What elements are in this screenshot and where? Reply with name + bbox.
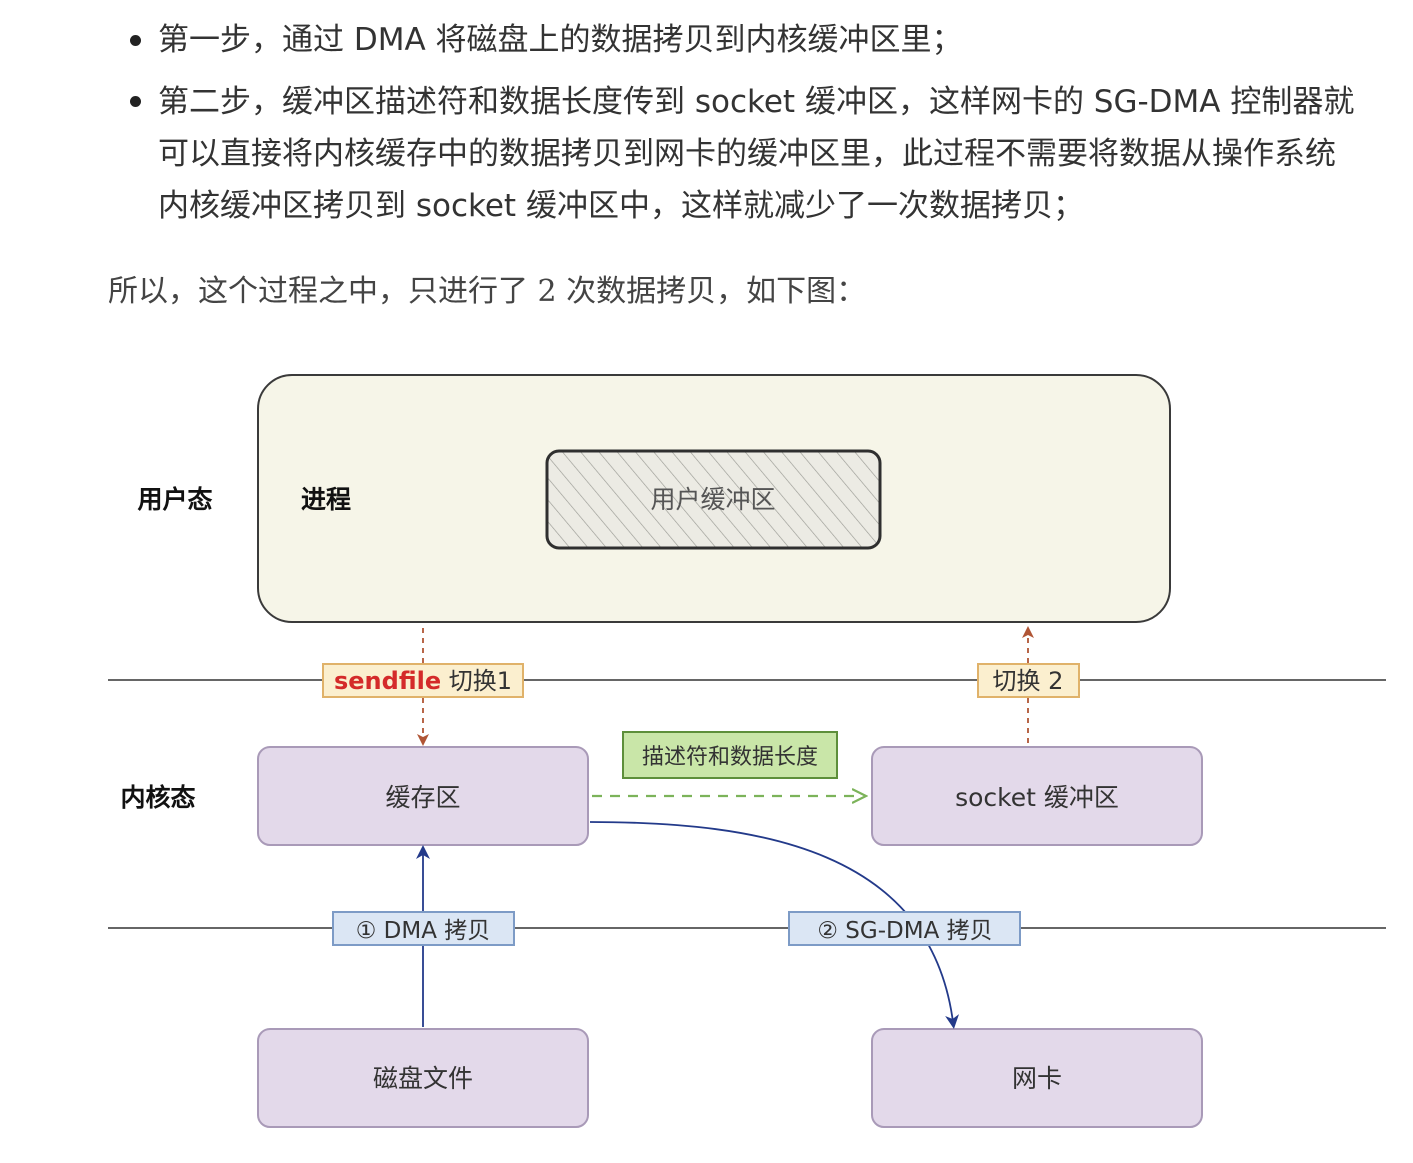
bullet-icon (130, 35, 141, 46)
kernel-mode-label: 内核态 (120, 783, 195, 812)
descriptor-label: 描述符和数据长度 (642, 745, 818, 770)
switch2-tag (977, 663, 1080, 698)
socket-buffer-box (871, 746, 1203, 846)
disk-file-box (257, 1028, 589, 1128)
cache-label: 缓存区 (385, 783, 460, 812)
sgdma-copy-arrow (589, 821, 960, 1029)
switch2-label: 切换 2 (993, 667, 1064, 695)
process-label: 进程 (301, 485, 351, 514)
sendfile-switch-tag (322, 663, 524, 698)
sendfile-switch-label: sendfile 切换1 (334, 667, 512, 695)
step-2-line-1: 第二步，缓冲区描述符和数据长度传到 socket 缓冲区，这样网卡的 SG-DM… (158, 84, 1355, 120)
sgdma-copy-tag (788, 911, 1021, 946)
step-2-line-3: 内核缓冲区拷贝到 socket 缓冲区中，这样就减少了一次数据拷贝； (158, 188, 1084, 224)
bullet-icon (130, 96, 141, 107)
user-buffer-box (545, 449, 882, 550)
user-buffer-label: 用户缓冲区 (650, 485, 775, 514)
sgdma-copy-label: ② SG-DMA 拷贝 (817, 918, 992, 944)
nic-box (871, 1028, 1203, 1128)
sendfile-keyword: sendfile (334, 667, 441, 695)
nic-label: 网卡 (1012, 1064, 1062, 1093)
user-mode-label: 用户态 (137, 485, 212, 514)
socket-buffer-label: socket 缓冲区 (955, 783, 1119, 812)
switch1-text: 切换1 (441, 667, 512, 695)
dma-copy-tag (332, 911, 515, 946)
intro-paragraph: 所以，这个过程之中，只进行了 2 次数据拷贝，如下图： (108, 274, 867, 309)
step-1-line-1: 第一步，通过 DMA 将磁盘上的数据拷贝到内核缓冲区里； (158, 22, 963, 58)
descriptor-tag (622, 731, 838, 779)
dma-copy-label: ① DMA 拷贝 (356, 918, 491, 944)
step-2-line-2: 可以直接将内核缓存中的数据拷贝到网卡的缓冲区里，此过程不需要将数据从操作系统 (158, 136, 1336, 172)
disk-file-label: 磁盘文件 (373, 1064, 473, 1093)
